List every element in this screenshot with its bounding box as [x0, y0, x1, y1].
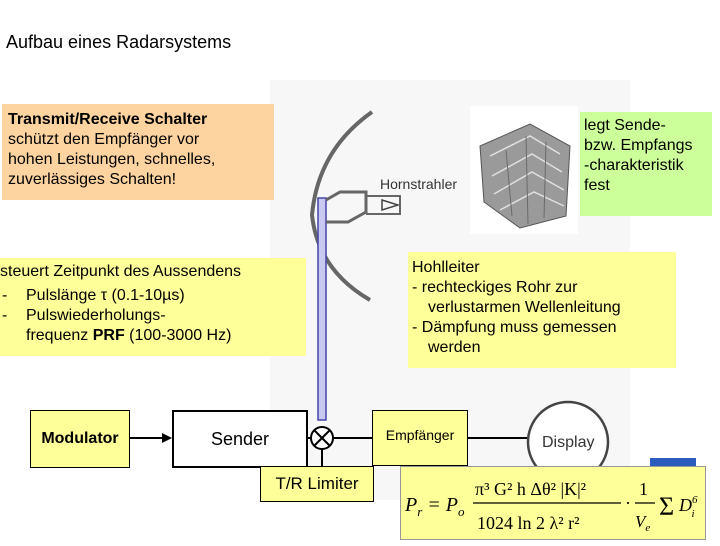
mixer-cross-b [313, 429, 331, 447]
waveguide [317, 197, 327, 421]
pattern-note: legt Sende- bzw. Empfangs -charakteristi… [580, 112, 712, 216]
mod-note-spacer [0, 326, 26, 346]
formula-lhs: Pr = Po [404, 494, 465, 519]
formula-dot: · [625, 493, 631, 513]
arrow-head [162, 433, 172, 443]
sender-block: Sender [172, 410, 308, 468]
mod-note-prf: PRF [92, 327, 125, 344]
wg-note-line: werden [428, 339, 481, 356]
wg-note-line: Hohlleiter [412, 259, 480, 276]
empfaenger-block: Empfänger [372, 410, 468, 466]
mod-note-item2-line2: frequenz PRF (100-3000 Hz) [26, 326, 231, 346]
tr-note-line: hohen Leistungen, schnelles, [8, 151, 216, 168]
mod-note-item2-line1: Pulswiederholungs- [26, 307, 166, 324]
tr-limiter-block: T/R Limiter [260, 466, 374, 502]
mod-note-line1: steuert Zeitpunkt des Aussendens [0, 263, 242, 280]
dish-reflector [309, 110, 374, 302]
page-title: Aufbau eines Radarsystems [6, 32, 232, 52]
radar-equation-render: Pr = Po π³ G² h Δθ² |K|² 1024 ln 2 λ² r²… [404, 479, 698, 534]
wg-note-line: - rechteckiges Rohr zur [412, 279, 578, 296]
formula-numerator: π³ G² h Δθ² |K|² [475, 479, 586, 499]
tr-switch-note: Transmit/Receive Schalter schützt den Em… [2, 104, 274, 200]
horn-aperture [381, 198, 401, 212]
tr-note-line: schützt den Empfänger vor [8, 131, 200, 148]
pattern-note-line: bzw. Empfangs [584, 137, 693, 154]
tr-note-line: zuverlässiges Schalten! [8, 171, 177, 188]
formula-sum: Σ [659, 492, 674, 521]
mod-note-item1: Pulslänge τ (0.1-10µs) [26, 287, 185, 304]
modulator-block: Modulator [30, 410, 130, 468]
hornstrahler-label: Hornstrahler [380, 176, 458, 192]
waveguide-bend [325, 190, 368, 224]
mod-note-dash: - [2, 287, 8, 304]
mod-note-dash: - [2, 307, 8, 324]
antenna-pattern-image [470, 106, 578, 234]
modulator-note: steuert Zeitpunkt des Aussendens - Pulsl… [0, 258, 306, 356]
radar-equation: Pr = Po π³ G² h Δθ² |K|² 1024 ln 2 λ² r²… [400, 466, 706, 540]
formula-denominator: 1024 ln 2 λ² r² [477, 513, 580, 533]
formula-one: 1 [639, 479, 648, 499]
pattern-note-line: legt Sende- [584, 117, 666, 134]
mod-note-prf-prefix: frequenz [26, 327, 93, 344]
wg-note-line: verlustarmen Wellenleitung [428, 299, 621, 316]
formula-ve: Ve [635, 512, 650, 534]
wg-note-line: - Dämpfung muss gemessen [412, 319, 617, 336]
tr-note-heading: Transmit/Receive Schalter [8, 111, 208, 128]
mod-note-prf-suffix: (100-3000 Hz) [124, 327, 232, 344]
display-label: Display [542, 434, 595, 451]
pattern-note-line: fest [584, 177, 610, 194]
pattern-note-line: -charakteristik [584, 157, 684, 174]
waveguide-note: Hohlleiter - rechteckiges Rohr zur verlu… [408, 252, 676, 368]
